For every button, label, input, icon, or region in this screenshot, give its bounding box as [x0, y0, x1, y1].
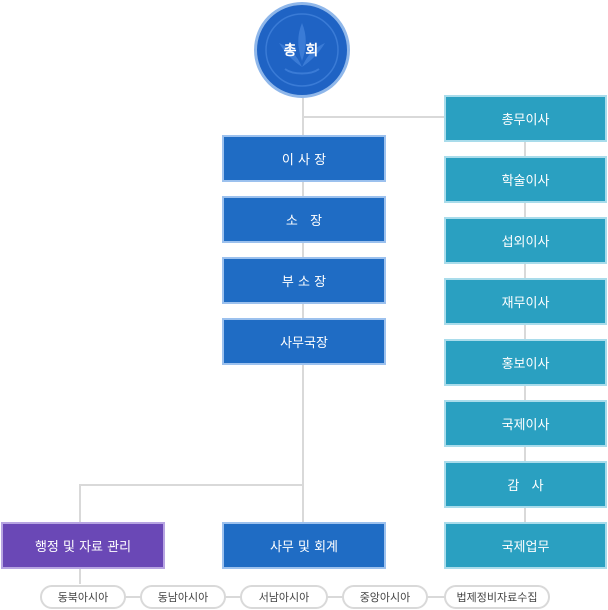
deputy-director-label: 부 소 장: [281, 275, 327, 290]
external-affairs-box[interactable]: 섭외이사: [444, 217, 607, 264]
root-node: 총 회: [254, 2, 350, 98]
general-affairs-box[interactable]: 총무이사: [444, 95, 607, 142]
finance-box[interactable]: 재무이사: [444, 278, 607, 325]
chairman-label: 이 사 장: [281, 153, 327, 168]
accounting-label: 사무 및 회계: [269, 540, 339, 555]
finance-label: 재무이사: [501, 296, 550, 311]
academic-label: 학술이사: [501, 174, 550, 189]
region-pill[interactable]: 동북아시아: [40, 585, 126, 609]
deputy-director-box[interactable]: 부 소 장: [222, 257, 386, 304]
connector-line: [79, 568, 81, 584]
secretary-general-box[interactable]: 사무국장: [222, 318, 386, 365]
general-affairs-label: 총무이사: [501, 113, 550, 128]
region-label: 서남아시아: [258, 591, 310, 604]
root-label: 총 회: [283, 43, 321, 59]
connector-line: [79, 484, 81, 542]
international-affairs-label: 국제업무: [501, 540, 550, 555]
public-relations-box[interactable]: 홍보이사: [444, 339, 607, 386]
international-affairs-box[interactable]: 국제업무: [444, 522, 607, 569]
connector-line: [79, 484, 304, 486]
international-box[interactable]: 국제이사: [444, 400, 607, 447]
emblem-icon: [265, 13, 339, 87]
director-box[interactable]: 소 장: [222, 196, 386, 243]
region-label: 법제정비자료수집: [456, 591, 538, 604]
admin-box[interactable]: 행정 및 자료 관리: [1, 522, 165, 569]
connector-line: [302, 116, 448, 118]
director-label: 소 장: [285, 214, 323, 229]
public-relations-label: 홍보이사: [501, 357, 550, 372]
auditor-label: 감 사: [507, 479, 544, 494]
region-pill[interactable]: 동남아시아: [140, 585, 226, 609]
secretary-general-label: 사무국장: [280, 336, 328, 351]
region-label: 동북아시아: [57, 591, 109, 604]
region-pill[interactable]: 중앙아시아: [342, 585, 428, 609]
chairman-box[interactable]: 이 사 장: [222, 135, 386, 182]
region-label: 중앙아시아: [359, 591, 411, 604]
external-affairs-label: 섭외이사: [501, 235, 550, 250]
region-pill[interactable]: 서남아시아: [240, 585, 328, 609]
academic-box[interactable]: 학술이사: [444, 156, 607, 203]
region-label: 동남아시아: [157, 591, 209, 604]
auditor-box[interactable]: 감 사: [444, 461, 607, 508]
accounting-box[interactable]: 사무 및 회계: [222, 522, 386, 569]
international-label: 국제이사: [501, 418, 550, 433]
region-pill[interactable]: 법제정비자료수집: [444, 585, 550, 609]
admin-label: 행정 및 자료 관리: [34, 540, 132, 555]
